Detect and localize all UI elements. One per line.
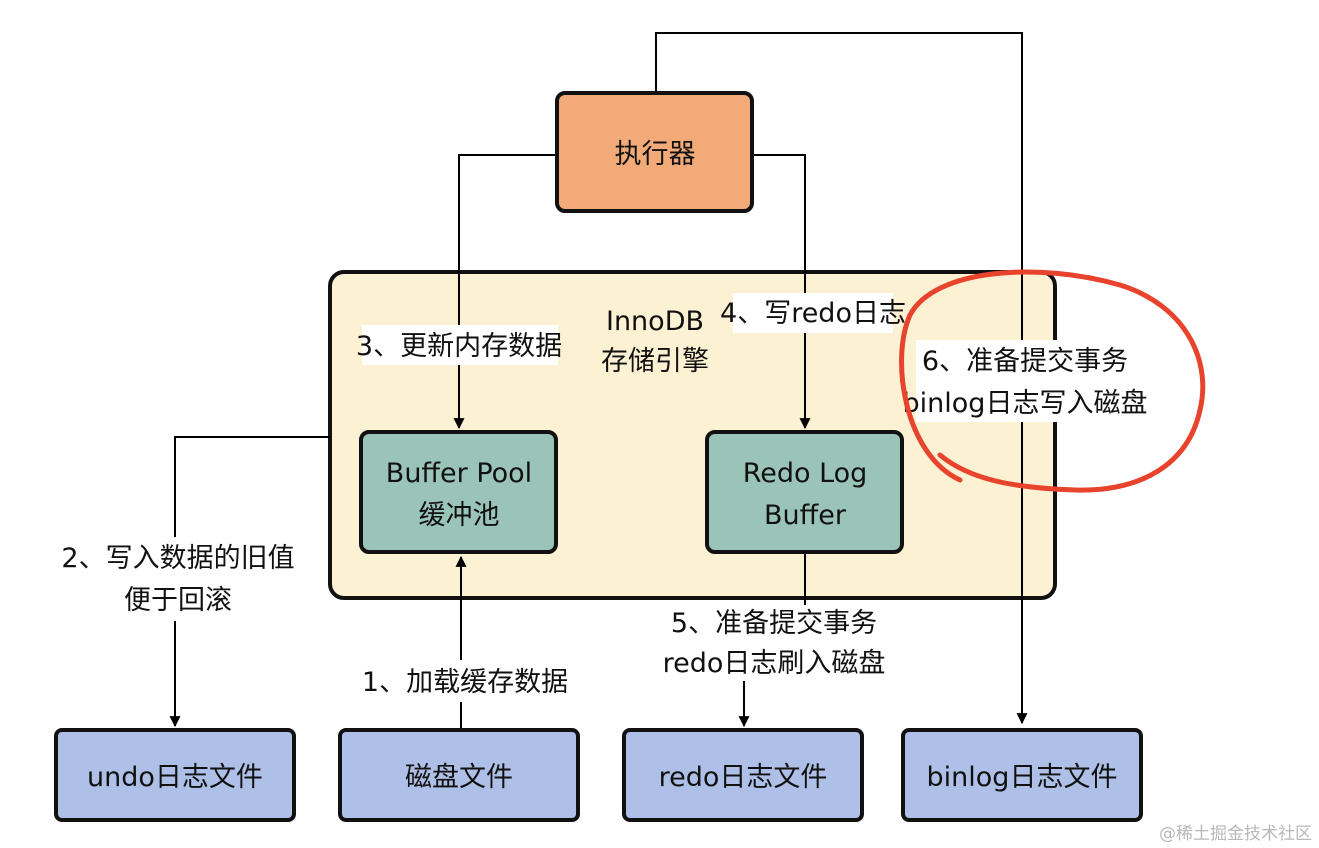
- step1-label-bg: [370, 660, 560, 702]
- step3-label: 3、更新内存数据: [356, 331, 562, 362]
- watermark: @稀土掘金技术社区: [1159, 824, 1312, 844]
- innodb-label-line2: 存储引擎: [601, 346, 709, 377]
- step6-label-bg: [916, 340, 1134, 422]
- connector-innodb-to-undo: [169, 436, 330, 728]
- redo-file-label: redo日志文件: [659, 762, 828, 793]
- buffer-pool-label-line2: 缓冲池: [419, 500, 500, 531]
- step1-label: 1、加载缓存数据: [362, 667, 568, 698]
- buffer-pool-box: [359, 430, 558, 554]
- undo-file-box: [54, 728, 296, 822]
- redo-file-box: [622, 728, 864, 822]
- binlog-file-label: binlog日志文件: [927, 762, 1118, 793]
- disk-file-label: 磁盘文件: [405, 762, 513, 793]
- binlog-file-box: [901, 728, 1143, 822]
- step2-label-bg: [72, 537, 286, 621]
- buffer-pool-label-line1: Buffer Pool: [386, 458, 532, 489]
- executor-box: [555, 91, 754, 213]
- step2-label-line1: 2、写入数据的旧值: [61, 543, 294, 574]
- undo-file-label: undo日志文件: [87, 762, 263, 793]
- step5-label-bg: [682, 605, 866, 681]
- step4-label-bg: [733, 293, 893, 333]
- disk-file-box: [338, 728, 580, 822]
- step5-label-line1: 5、准备提交事务: [671, 608, 877, 639]
- redo-log-buffer-label-line1: Redo Log: [743, 458, 868, 489]
- innodb-label-line1: InnoDB: [606, 306, 704, 337]
- connector-executor-to-redo-buffer: [752, 154, 811, 430]
- step6-label-line2: binlog日志写入磁盘: [903, 388, 1148, 419]
- redo-log-buffer-label-line2: Buffer: [764, 500, 847, 531]
- step6-label-line1: 6、准备提交事务: [922, 346, 1128, 377]
- executor-label: 执行器: [615, 139, 696, 170]
- highlight-circle: [899, 269, 1206, 493]
- redo-log-buffer-box: [705, 430, 904, 554]
- step2-label-line2: 便于回滚: [124, 585, 232, 616]
- step5-label-line2: redo日志刷入磁盘: [663, 648, 886, 679]
- step3-label-bg: [362, 325, 558, 365]
- step4-label: 4、写redo日志: [720, 298, 906, 329]
